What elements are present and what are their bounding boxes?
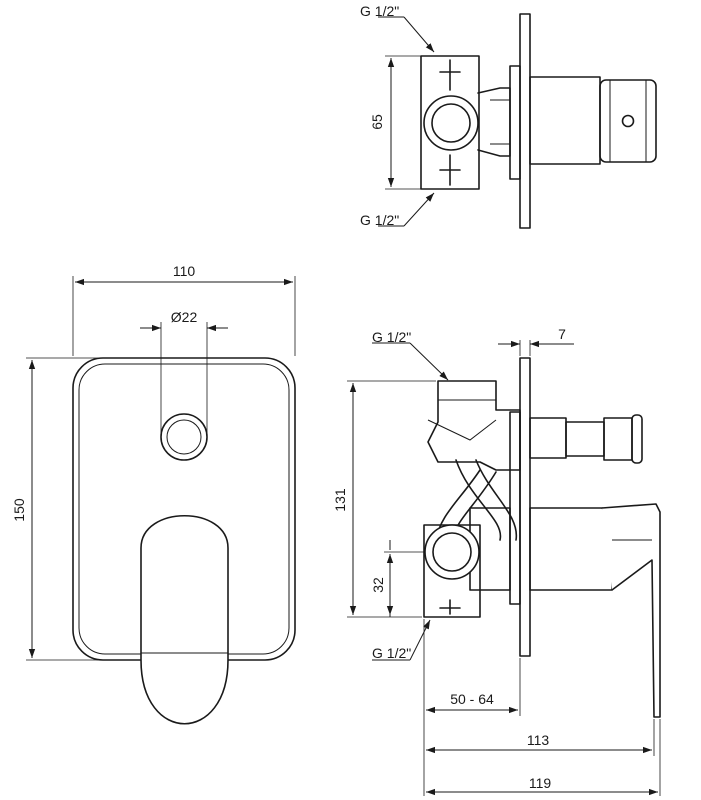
front-height-label: 150: [11, 498, 27, 522]
side-depth-range-label: 50 - 64: [450, 691, 494, 707]
side-plate-label: 7: [558, 326, 566, 342]
top-handle-hole: [621, 114, 635, 128]
top-inlet-inner: [431, 103, 471, 143]
top-handle-body: [529, 76, 601, 165]
side-depth-113-label: 113: [527, 732, 550, 748]
front-lever-handle: [140, 514, 229, 725]
front-diverter-hole: [160, 413, 208, 461]
side-inlet-inner: [432, 532, 472, 572]
side-height-label: 131: [332, 488, 348, 512]
front-width-label: 110: [173, 263, 196, 279]
side-lever-handle: [601, 503, 661, 718]
top-height-label: 65: [369, 114, 385, 130]
top-wall-plate: [519, 13, 531, 229]
side-g-lower-label: G 1/2": [372, 645, 411, 661]
top-g-upper-label: G 1/2": [360, 3, 399, 19]
side-g-upper-label: G 1/2": [372, 329, 411, 345]
front-view: 110 Ø22 150: [11, 263, 296, 725]
front-hole-label: Ø22: [171, 309, 198, 325]
side-depth-119-label: 119: [529, 775, 552, 791]
top-view: 65 G 1/2" G 1/2": [360, 3, 657, 229]
side-view: 7 131 32 G 1/2" G 1/2" 50 - 64 113 119: [332, 326, 661, 796]
side-lever-body: [529, 507, 613, 591]
side-upper-body: [427, 380, 521, 471]
top-handle-cap: [599, 79, 657, 163]
side-diverter-knob: [631, 414, 643, 464]
top-valve-body: [420, 55, 480, 190]
side-inner-plate: [509, 411, 521, 605]
side-offset-label: 32: [370, 577, 386, 593]
top-g-lower-label: G 1/2": [360, 212, 399, 228]
top-inner-plate: [509, 65, 521, 180]
side-wall-plate: [519, 357, 531, 657]
